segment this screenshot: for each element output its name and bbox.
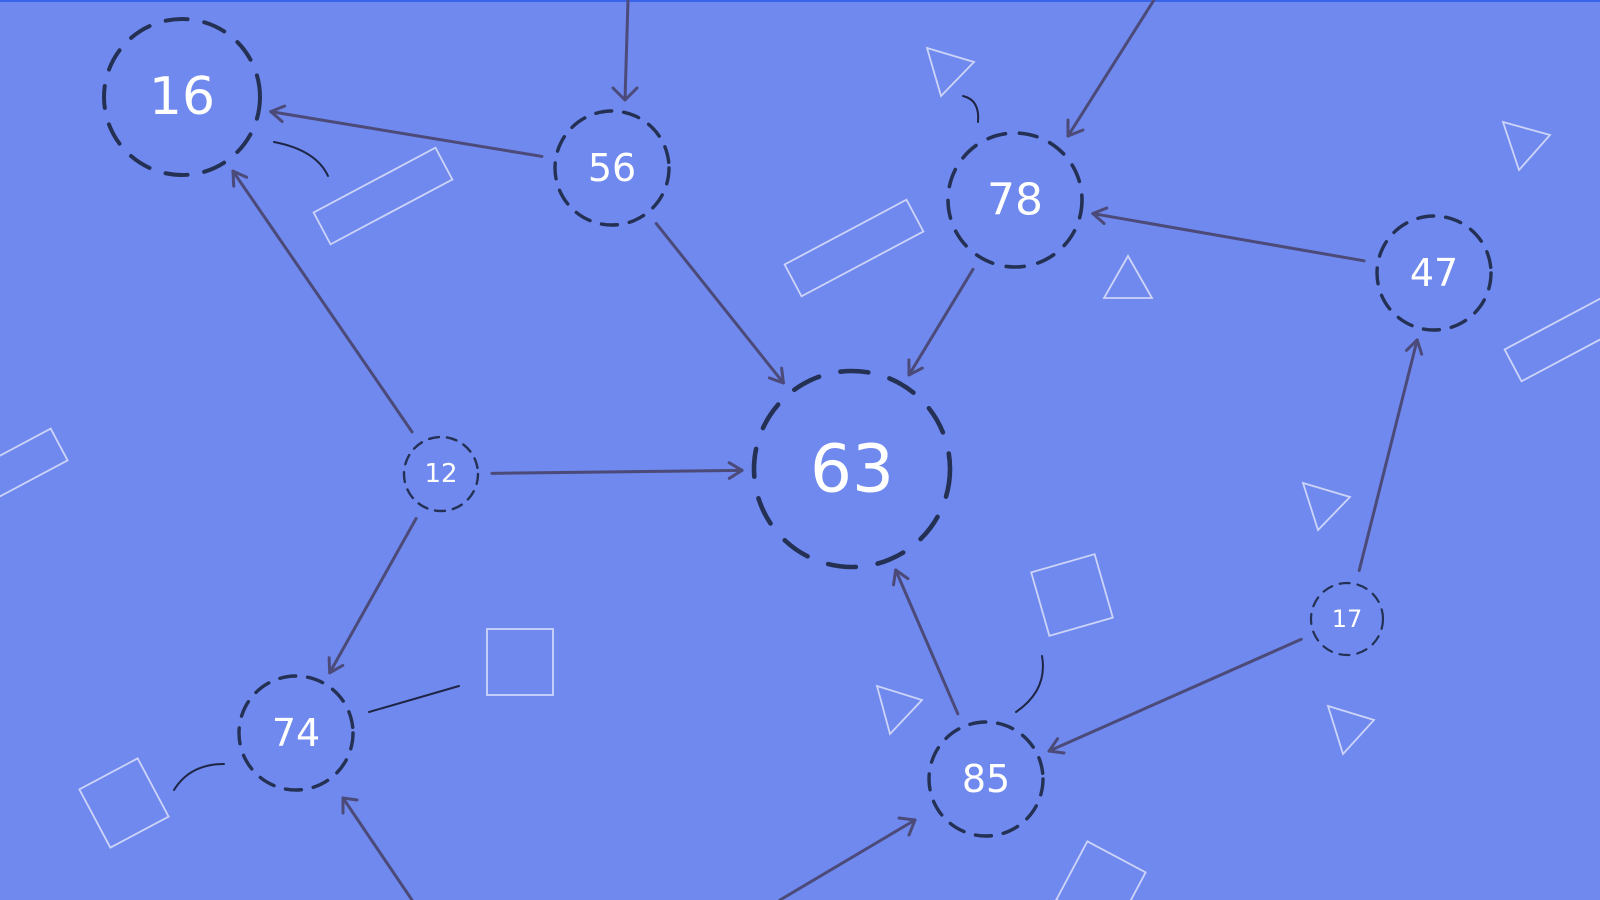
node-label: 47 [1410,251,1458,295]
edge-56-to-16 [269,104,544,158]
deco-rectangle [0,427,69,509]
node-label: 17 [1332,605,1363,633]
arrowhead [897,816,917,837]
deco-square [486,628,554,696]
arrowhead [327,656,345,675]
node-ring [1309,581,1385,657]
node-47[interactable]: 47 [1375,214,1493,332]
edge-12-to-16 [231,169,414,434]
node-ring [237,674,355,792]
edge-line [269,110,544,158]
edge-12-to-63 [490,461,744,480]
edge-offscreen-78 [1066,0,1156,138]
node-12[interactable]: 12 [402,435,480,513]
deco-triangle [1102,254,1154,299]
node-ring [927,720,1045,838]
node-label: 78 [987,175,1043,226]
node-ring [402,435,480,513]
edge-line [490,468,744,475]
node-label: 16 [149,67,215,127]
node-label: 12 [424,459,457,489]
deco-curve [173,763,225,791]
nodes-layer: 16 56 78 47 12 63 74 85 17 [102,17,1493,838]
deco-rectangle [312,146,454,246]
deco-rectangle [783,198,925,298]
arrowhead [892,568,910,587]
deco-curve [273,141,329,177]
node-16[interactable]: 16 [102,17,262,177]
arrowhead [269,104,287,123]
node-ring [102,17,262,177]
node-74[interactable]: 74 [237,674,355,792]
top-border [0,0,1600,2]
deco-square [1030,553,1114,637]
node-ring [553,109,671,227]
deco-square [1055,840,1147,900]
edge-line [1357,338,1419,573]
node-label: 85 [962,757,1010,801]
arrowhead [1047,737,1066,755]
node-label: 63 [810,431,894,508]
edge-offscreen-74 [341,796,414,900]
node-85[interactable]: 85 [927,720,1045,838]
deco-triangle [1501,120,1552,172]
arrowhead [1091,206,1109,225]
edge-17-to-85 [1047,637,1303,755]
deco-line [368,685,460,713]
edge-offscreen-56 [623,0,630,102]
deco-curve [1015,655,1044,713]
node-ring [751,368,953,570]
arrowhead [767,366,785,385]
arrowhead [611,86,639,102]
edge-line [1047,637,1303,753]
arrowhead [727,461,744,480]
edge-78-to-63 [907,267,975,377]
edge-line [894,568,960,716]
node-63[interactable]: 63 [751,368,953,570]
arrowhead [341,796,359,815]
deco-triangle [1326,704,1376,756]
edge-line [654,222,785,385]
arrowhead [1404,338,1424,356]
arrowhead [907,358,924,377]
edge-line [1091,212,1366,263]
edges-layer [231,0,1424,900]
edge-56-to-63 [654,222,785,385]
node-label: 74 [272,711,320,755]
edge-line [231,169,414,434]
node-78[interactable]: 78 [946,131,1084,269]
arrowhead [231,169,249,188]
deco-square [78,757,170,849]
edge-offscreen-85 [778,818,917,900]
node-56[interactable]: 56 [553,109,671,227]
deco-triangle [875,684,924,736]
deco-curve [962,95,980,123]
edge-12-to-74 [327,517,418,675]
edge-47-to-78 [1091,206,1366,263]
deco-rectangle [1503,283,1600,383]
background-decorations [0,46,1600,900]
deco-triangle [925,46,976,98]
node-ring [1375,214,1493,332]
edge-85-to-63 [892,568,960,716]
deco-triangle [1301,481,1352,532]
node-label: 56 [588,146,636,190]
edge-line [328,517,418,675]
edge-line [907,267,975,377]
node-ring [946,131,1084,269]
edge-17-to-47 [1357,338,1424,573]
arrowhead [1066,118,1085,138]
node-17[interactable]: 17 [1309,581,1385,657]
